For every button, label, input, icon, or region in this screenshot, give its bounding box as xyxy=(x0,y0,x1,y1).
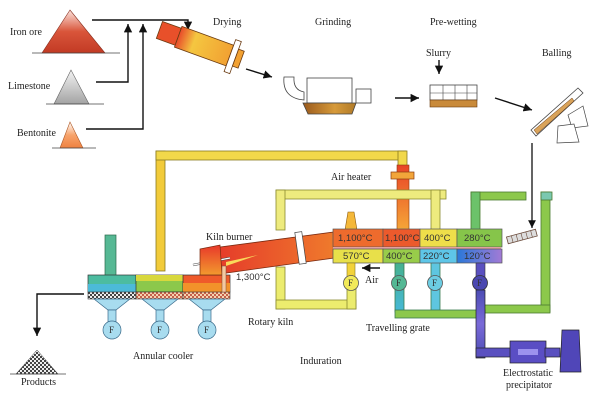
dryer-drum xyxy=(155,20,245,75)
slurry-label: Slurry xyxy=(426,48,451,59)
kiln-burner-label: Kiln burner xyxy=(206,232,253,243)
green-duct xyxy=(470,191,553,314)
feed-lines xyxy=(86,19,193,130)
svg-text:F: F xyxy=(348,278,353,288)
limestone-label: Limestone xyxy=(8,81,51,92)
iron-ore-label: Iron ore xyxy=(10,27,42,38)
electrostatic-precipitator xyxy=(475,289,582,373)
svg-text:F: F xyxy=(204,325,209,335)
bentonite-label: Bentonite xyxy=(17,128,56,139)
arrow-to-products xyxy=(32,293,84,336)
balling-label: Balling xyxy=(542,48,571,59)
prewetting-label: Pre-wetting xyxy=(430,17,477,28)
products-pile xyxy=(10,349,66,375)
fan-icon xyxy=(391,275,407,291)
prewetting-trough xyxy=(429,84,478,108)
svg-text:F: F xyxy=(477,278,482,288)
cooler-fans xyxy=(92,298,227,340)
recirculation-duct xyxy=(275,189,447,231)
temp-zone-2-bottom: 400°C xyxy=(386,251,413,262)
travelling-grate-label: Travelling grate xyxy=(366,323,430,334)
air-label: Air xyxy=(365,275,379,286)
grinding-mill xyxy=(283,76,372,115)
drying-label: Drying xyxy=(213,17,241,28)
travelling-grate: 1,100°C 1,100°C 400°C 280°C 570°C 400°C … xyxy=(332,228,503,264)
lower-yellow-duct xyxy=(275,266,357,310)
arrow-drying-to-grinding xyxy=(245,68,273,79)
iron-ore-pile xyxy=(32,9,120,54)
air-heater-label: Air heater xyxy=(331,172,372,183)
svg-text:F: F xyxy=(432,278,437,288)
annular-cooler xyxy=(87,234,231,300)
temp-zone-4-top: 280°C xyxy=(464,233,491,244)
svg-text:F: F xyxy=(109,325,114,335)
fan-icon xyxy=(102,320,122,340)
svg-text:F: F xyxy=(157,325,162,335)
temp-zone-3-bottom: 220°C xyxy=(423,251,450,262)
induration-label: Induration xyxy=(300,356,342,367)
bentonite-pile xyxy=(52,121,96,149)
fan-icon xyxy=(197,320,217,340)
esp-label-line1: Electrostatic xyxy=(503,368,554,379)
fan-icon xyxy=(150,320,170,340)
temp-zone-1-bottom: 570°C xyxy=(343,251,370,262)
rotary-kiln-label: Rotary kiln xyxy=(248,317,293,328)
grate-stack xyxy=(344,211,358,231)
fan-icon xyxy=(427,275,443,291)
annular-cooler-label: Annular cooler xyxy=(133,351,194,362)
temp-zone-3-top: 400°C xyxy=(424,233,451,244)
arrow-prewetting-to-balling xyxy=(494,97,533,112)
limestone-pile xyxy=(46,69,104,105)
temp-zone-1-top: 1,100°C xyxy=(338,233,373,244)
svg-text:F: F xyxy=(396,278,401,288)
products-label: Products xyxy=(21,377,56,388)
kiln-temperature: 1,300°C xyxy=(236,272,271,283)
air-heater xyxy=(390,164,415,241)
temp-zone-2-top: 1,100°C xyxy=(385,233,420,244)
fan-icon xyxy=(343,275,359,291)
grate-fans: F F F F xyxy=(343,262,488,291)
grate-feeder xyxy=(505,228,538,245)
esp-label-line2: precipitator xyxy=(506,380,553,391)
balling-disc xyxy=(530,87,589,144)
grinding-label: Grinding xyxy=(315,17,351,28)
temp-zone-4-bottom: 120°C xyxy=(464,251,491,262)
